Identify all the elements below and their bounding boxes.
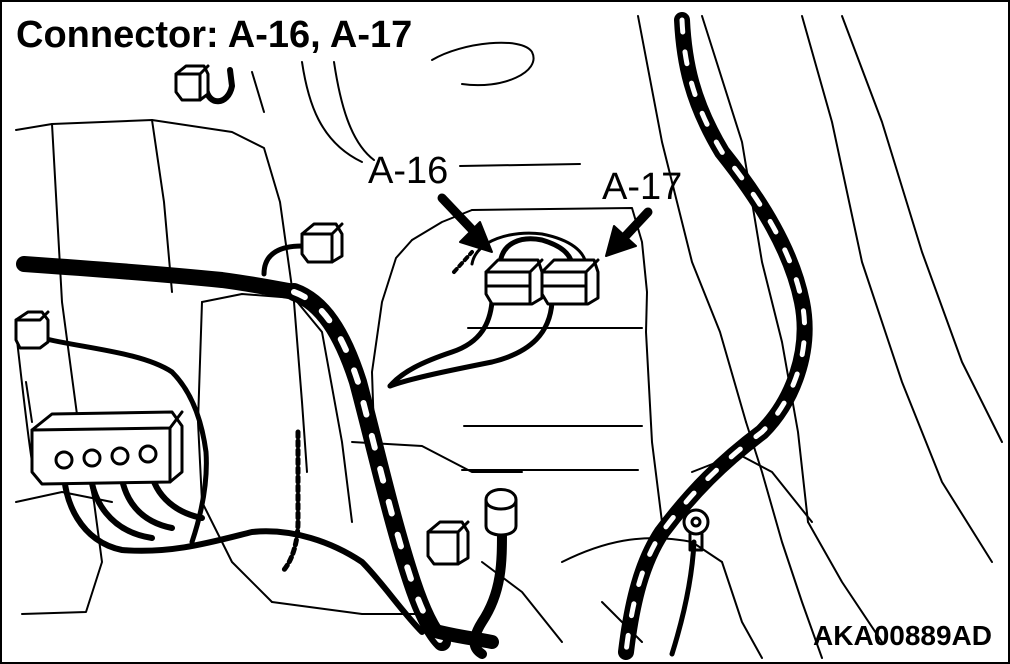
arrow-a16 [437, 193, 493, 253]
grommet-cylinder [484, 488, 518, 537]
small-connector-left [14, 310, 50, 350]
ring-terminal [682, 508, 710, 552]
arrow-a17 [605, 207, 653, 257]
wire-harness [16, 12, 813, 660]
figure-code: AKA00889AD [813, 620, 992, 651]
small-connector-lower [426, 520, 470, 566]
four-pin-connector [30, 410, 184, 486]
connector-a16-body [484, 258, 544, 306]
page-title: Connector: A-16, A-17 [16, 14, 413, 56]
body-panel-outlines [15, 15, 1003, 659]
connector-a17-body [540, 258, 600, 306]
callout-label-a16: A-16 [368, 150, 449, 192]
callout-label-a17: A-17 [602, 166, 683, 208]
small-connector-top [174, 64, 210, 102]
small-connector-upper [300, 222, 344, 264]
